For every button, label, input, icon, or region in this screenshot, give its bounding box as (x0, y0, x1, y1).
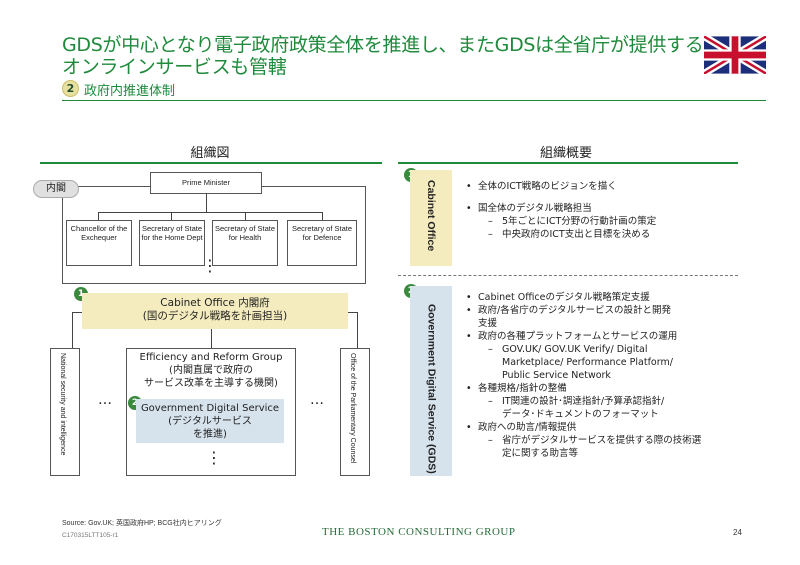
gds-line-2: (デジタルサービス (168, 416, 252, 427)
erg-line-2: (内閣直属で政府の (169, 365, 253, 376)
erg-line-3: サービス改革を主導する機関) (144, 378, 278, 389)
erg-line-1: Efficiency and Reform Group (139, 352, 283, 363)
co-left-stub (72, 312, 82, 313)
cabinet-label: 内閣 (33, 180, 79, 198)
co-item-3: 5年ごとにICT分野の行動計画の策定 (466, 215, 746, 228)
gds-item-3: 政府の各種プラットフォームとサービスの運用 (466, 330, 746, 343)
ellipsis-right: … (310, 392, 324, 408)
co-item-1: 全体のICT戦略のビジョンを描く (466, 180, 746, 193)
dots-vertical-1: ⋮ (202, 256, 218, 275)
erg-text: Efficiency and Reform Group (内閣直属で政府の サー… (126, 351, 296, 390)
gds-line-1: Government Digital Service (140, 403, 280, 414)
header-divider (62, 100, 766, 101)
overview-rule (398, 162, 738, 164)
gds-item-3-sub-cont-1: Marketplace/ Performance Platform/ (502, 357, 673, 368)
org-chart-heading: 組織図 (190, 146, 230, 161)
overview-gds-label: Government Digital Service (GDS) (425, 304, 438, 474)
connector-4 (322, 212, 323, 220)
connector-1 (98, 212, 99, 220)
gds-item-5: 政府への助言/情報提供 (466, 421, 746, 434)
co-left-drop (72, 312, 73, 348)
section-number-badge: 2 (62, 80, 79, 97)
co-center-drop (211, 329, 212, 348)
gds-item-4: 各種規格/指針の整備 (466, 382, 746, 395)
overview-gds-list: Cabinet Officeのデジタル戦略策定支援 政府/各省庁のデジタルサービ… (466, 291, 746, 460)
cabinet-office-box: Cabinet Office 内閣府 (国のデジタル戦略を計画担当) (82, 293, 348, 329)
bcg-logo-text: THE BOSTON CONSULTING GROUP (322, 526, 516, 538)
gds-item-2-cont: 支援 (478, 318, 498, 329)
secretary-box-home: Secretary of State for the Home Dept (139, 220, 205, 266)
secretary-box-exchequer: Chancellor of the Exchequer (66, 220, 132, 266)
gds-item-4-sub-cont: データ･ドキュメントのフォーマット (502, 409, 659, 420)
gds-box: Government Digital Service (デジタルサービス を推進… (136, 399, 284, 443)
secretary-box-defence: Secretary of State for Defence (287, 220, 357, 266)
title-line-2: オンラインサービスも管轄 (62, 56, 287, 78)
title-line-1: GDSが中心となり電子政府政策全体を推進し、またGDSは全省庁が提供する (62, 34, 704, 56)
co-item-4: 中央政府のICT支出と目標を決める (466, 228, 746, 241)
overview-co-list: 全体のICT戦略のビジョンを描く 国全体のデジタル戦略担当 5年ごとにICT分野… (466, 180, 746, 241)
gds-item-4-sub: IT関連の設計･調達指針/予算承認指針/ (466, 395, 746, 408)
gds-item-5-sub: 省庁がデジタルサービスを提供する際の技術選 (466, 434, 746, 447)
connector-3 (245, 212, 246, 220)
gds-item-1: Cabinet Officeのデジタル戦略策定支援 (466, 291, 746, 304)
secretary-box-health: Secretary of State for Health (212, 220, 278, 266)
co-item-gap (466, 193, 746, 202)
org-chart-rule (40, 162, 382, 164)
cabinet-office-line-2: (国のデジタル戦略を計画担当) (142, 310, 288, 322)
secretaries-connector (98, 212, 322, 213)
overview-co-label-box: Cabinet Office (410, 170, 452, 266)
overview-co-label: Cabinet Office (425, 180, 437, 252)
national-security-label: National security and intelligence (59, 353, 66, 456)
overview-gds-label-box: Government Digital Service (GDS) (410, 286, 452, 476)
gds-item-5-sub-cont: 定に関する助言等 (502, 448, 579, 459)
parliamentary-counsel-box: Office of the Parliamentary Counsel (340, 348, 370, 476)
gds-line-3: を推進) (193, 429, 227, 440)
cabinet-office-line-1: Cabinet Office 内閣府 (160, 297, 270, 309)
prime-minister-box: Prime Minister (150, 172, 262, 194)
pm-connector (206, 194, 207, 212)
source-note: Source: Gov.UK; 英国政府HP; BCG社内ヒアリング (62, 520, 222, 527)
document-code: C170315LTT105-r1 (62, 532, 119, 539)
overview-divider (398, 275, 738, 276)
uk-flag-icon (704, 36, 766, 74)
subtitle: 政府内推進体制 (84, 84, 176, 99)
gds-item-3-sub-cont-2: Public Service Network (502, 370, 611, 381)
co-item-2: 国全体のデジタル戦略担当 (466, 202, 746, 215)
parliamentary-counsel-label: Office of the Parliamentary Counsel (349, 353, 356, 464)
page-number: 24 (733, 528, 742, 537)
co-right-drop (357, 312, 358, 348)
connector-2 (171, 212, 172, 220)
co-right-stub (348, 312, 358, 313)
dots-vertical-2: ⋮ (206, 448, 222, 467)
overview-heading: 組織概要 (539, 146, 592, 161)
gds-item-2: 政府/各省庁のデジタルサービスの設計と開発 (466, 304, 746, 317)
ellipsis-left: … (98, 392, 112, 408)
national-security-box: National security and intelligence (50, 348, 80, 476)
gds-item-3-sub: GOV.UK/ GOV.UK Verify/ Digital (466, 343, 746, 356)
